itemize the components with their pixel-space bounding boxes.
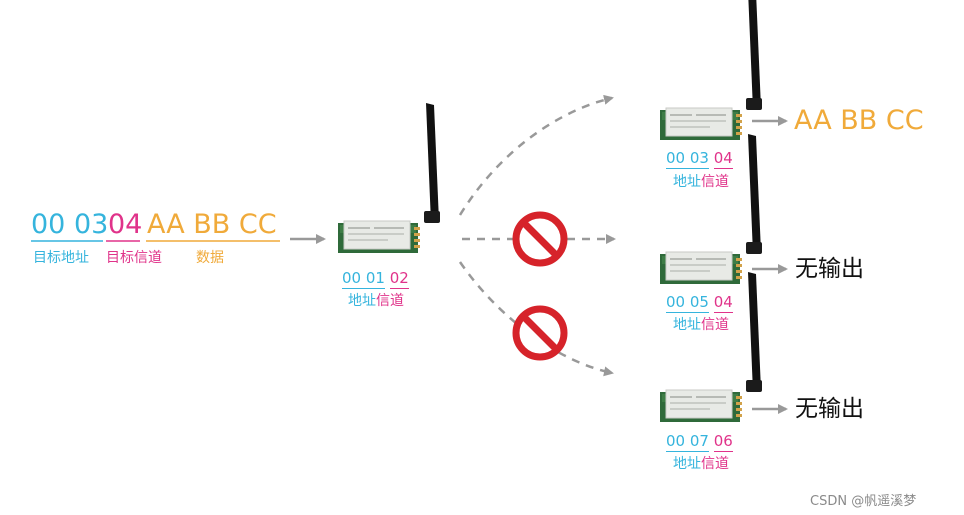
label-target-channel: 目标信道 bbox=[106, 250, 162, 266]
no-entry-icon bbox=[516, 215, 564, 263]
sender-labels: 地址信道 bbox=[348, 293, 404, 309]
label-target-address: 目标地址 bbox=[33, 250, 89, 266]
path-to-receiver-1 bbox=[458, 94, 614, 216]
sender-address: 00 01 bbox=[342, 269, 385, 289]
receiver-1-address: 00 03 bbox=[666, 149, 709, 169]
path-to-receiver-3 bbox=[458, 261, 614, 377]
receiver-1-label-channel: 信道 bbox=[701, 174, 729, 190]
label-data: 数据 bbox=[196, 250, 224, 266]
receiver-2-labels: 地址信道 bbox=[673, 317, 729, 333]
receiver-1-label-address: 地址 bbox=[673, 174, 701, 190]
receiver-3-output: 无输出 bbox=[795, 396, 864, 422]
receiver-3-address: 00 07 bbox=[666, 432, 709, 452]
sender-label-channel: 信道 bbox=[376, 293, 404, 309]
receiver-1-address-channel: 00 03 04 bbox=[666, 149, 733, 169]
receiver-3-labels: 地址信道 bbox=[673, 456, 729, 472]
receiver-3-address-channel: 00 07 06 bbox=[666, 432, 733, 452]
receiver-2-address-channel: 00 05 04 bbox=[666, 293, 733, 313]
sender-label-address: 地址 bbox=[348, 293, 376, 309]
receiver-1-labels: 地址信道 bbox=[673, 174, 729, 190]
sender-module-icon bbox=[337, 102, 441, 254]
no-entry-icon bbox=[516, 309, 564, 357]
receiver-2-output: 无输出 bbox=[795, 256, 864, 282]
sender-channel: 02 bbox=[389, 269, 409, 289]
sender-address-channel: 00 01 02 bbox=[342, 269, 409, 289]
receiver-module-icon bbox=[659, 0, 763, 141]
receiver-2-label-address: 地址 bbox=[673, 317, 701, 333]
receiver-1-output: AA BB CC bbox=[794, 105, 924, 136]
receiver-3-channel: 06 bbox=[713, 432, 733, 452]
watermark: CSDN @帆遥溪梦 bbox=[810, 494, 917, 509]
receiver-3-label-address: 地址 bbox=[673, 456, 701, 472]
receiver-2-channel: 04 bbox=[713, 293, 733, 313]
packet-target-channel: 04 bbox=[108, 209, 143, 240]
packet-payload: AA BB CC bbox=[147, 209, 277, 240]
receiver-2-address: 00 05 bbox=[666, 293, 709, 313]
receiver-3-label-channel: 信道 bbox=[701, 456, 729, 472]
packet-target-address: 00 03 bbox=[31, 209, 109, 240]
receiver-2-label-channel: 信道 bbox=[701, 317, 729, 333]
receiver-1-channel: 04 bbox=[713, 149, 733, 169]
